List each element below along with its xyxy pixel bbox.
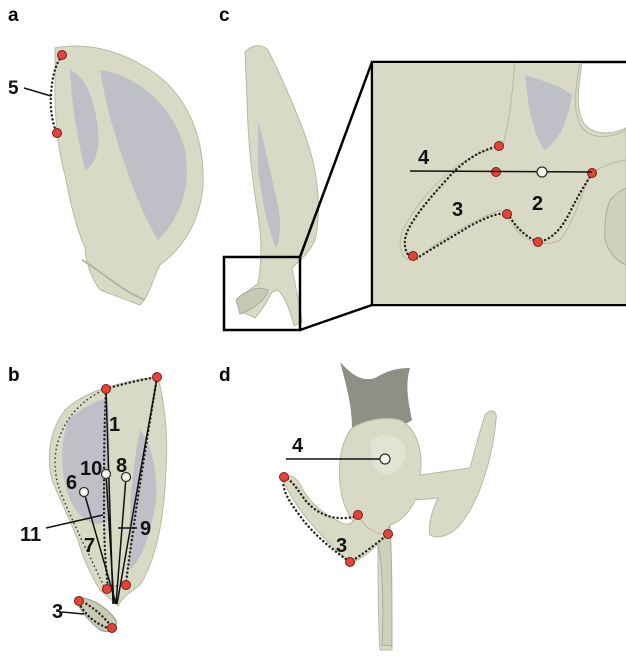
panel-a-letter: a bbox=[8, 5, 19, 26]
landmark-point bbox=[280, 473, 289, 482]
label-3: 3 bbox=[452, 199, 463, 221]
landmark-point bbox=[384, 530, 393, 539]
panel-c: c 4 3 2 bbox=[219, 5, 626, 330]
label-3: 3 bbox=[52, 601, 63, 623]
panel-c-letter: c bbox=[219, 5, 230, 26]
panel-a: a 5 bbox=[8, 5, 203, 305]
landmark-point bbox=[588, 169, 597, 178]
panel-d-letter: d bbox=[219, 365, 231, 386]
landmark-point bbox=[409, 252, 418, 261]
landmark-point bbox=[53, 129, 62, 138]
label-3: 3 bbox=[336, 535, 347, 557]
landmark-point bbox=[495, 142, 504, 151]
zoom-connector-bottom bbox=[300, 305, 372, 330]
zoom-inset-content bbox=[373, 62, 626, 305]
landmark-point bbox=[122, 581, 131, 590]
centroid-point bbox=[80, 488, 89, 497]
panel-c-bone bbox=[242, 46, 319, 326]
label-10: 10 bbox=[80, 458, 102, 480]
label-4: 4 bbox=[418, 147, 430, 169]
landmark-point bbox=[58, 51, 67, 60]
leader-line-3 bbox=[62, 612, 84, 614]
landmark-point bbox=[75, 597, 84, 606]
leader-line-5 bbox=[24, 88, 51, 96]
label-9: 9 bbox=[140, 518, 151, 540]
leader-line-4 bbox=[410, 171, 592, 172]
panel-b-letter: b bbox=[8, 365, 20, 386]
centroid-point bbox=[380, 454, 390, 464]
panel-b: b 1 10 8 6 11 7 bbox=[8, 365, 167, 633]
label-2: 2 bbox=[532, 193, 543, 215]
landmark-point bbox=[534, 238, 543, 247]
landmark-point bbox=[354, 511, 363, 520]
label-6: 6 bbox=[66, 472, 77, 494]
landmark-point bbox=[503, 210, 512, 219]
landmark-point bbox=[103, 585, 112, 594]
label-1: 1 bbox=[109, 414, 120, 436]
landmark-point bbox=[102, 385, 111, 394]
label-4: 4 bbox=[292, 435, 304, 457]
landmark-point bbox=[346, 558, 355, 567]
label-7: 7 bbox=[84, 535, 95, 557]
label-11: 11 bbox=[20, 524, 41, 546]
panel-d: d 4 3 bbox=[219, 362, 496, 650]
centroid-point bbox=[102, 470, 111, 479]
label-8: 8 bbox=[116, 455, 127, 477]
centroid-point bbox=[537, 167, 547, 177]
landmark-point bbox=[108, 624, 117, 633]
label-5: 5 bbox=[8, 78, 19, 99]
landmark-point bbox=[153, 373, 162, 382]
